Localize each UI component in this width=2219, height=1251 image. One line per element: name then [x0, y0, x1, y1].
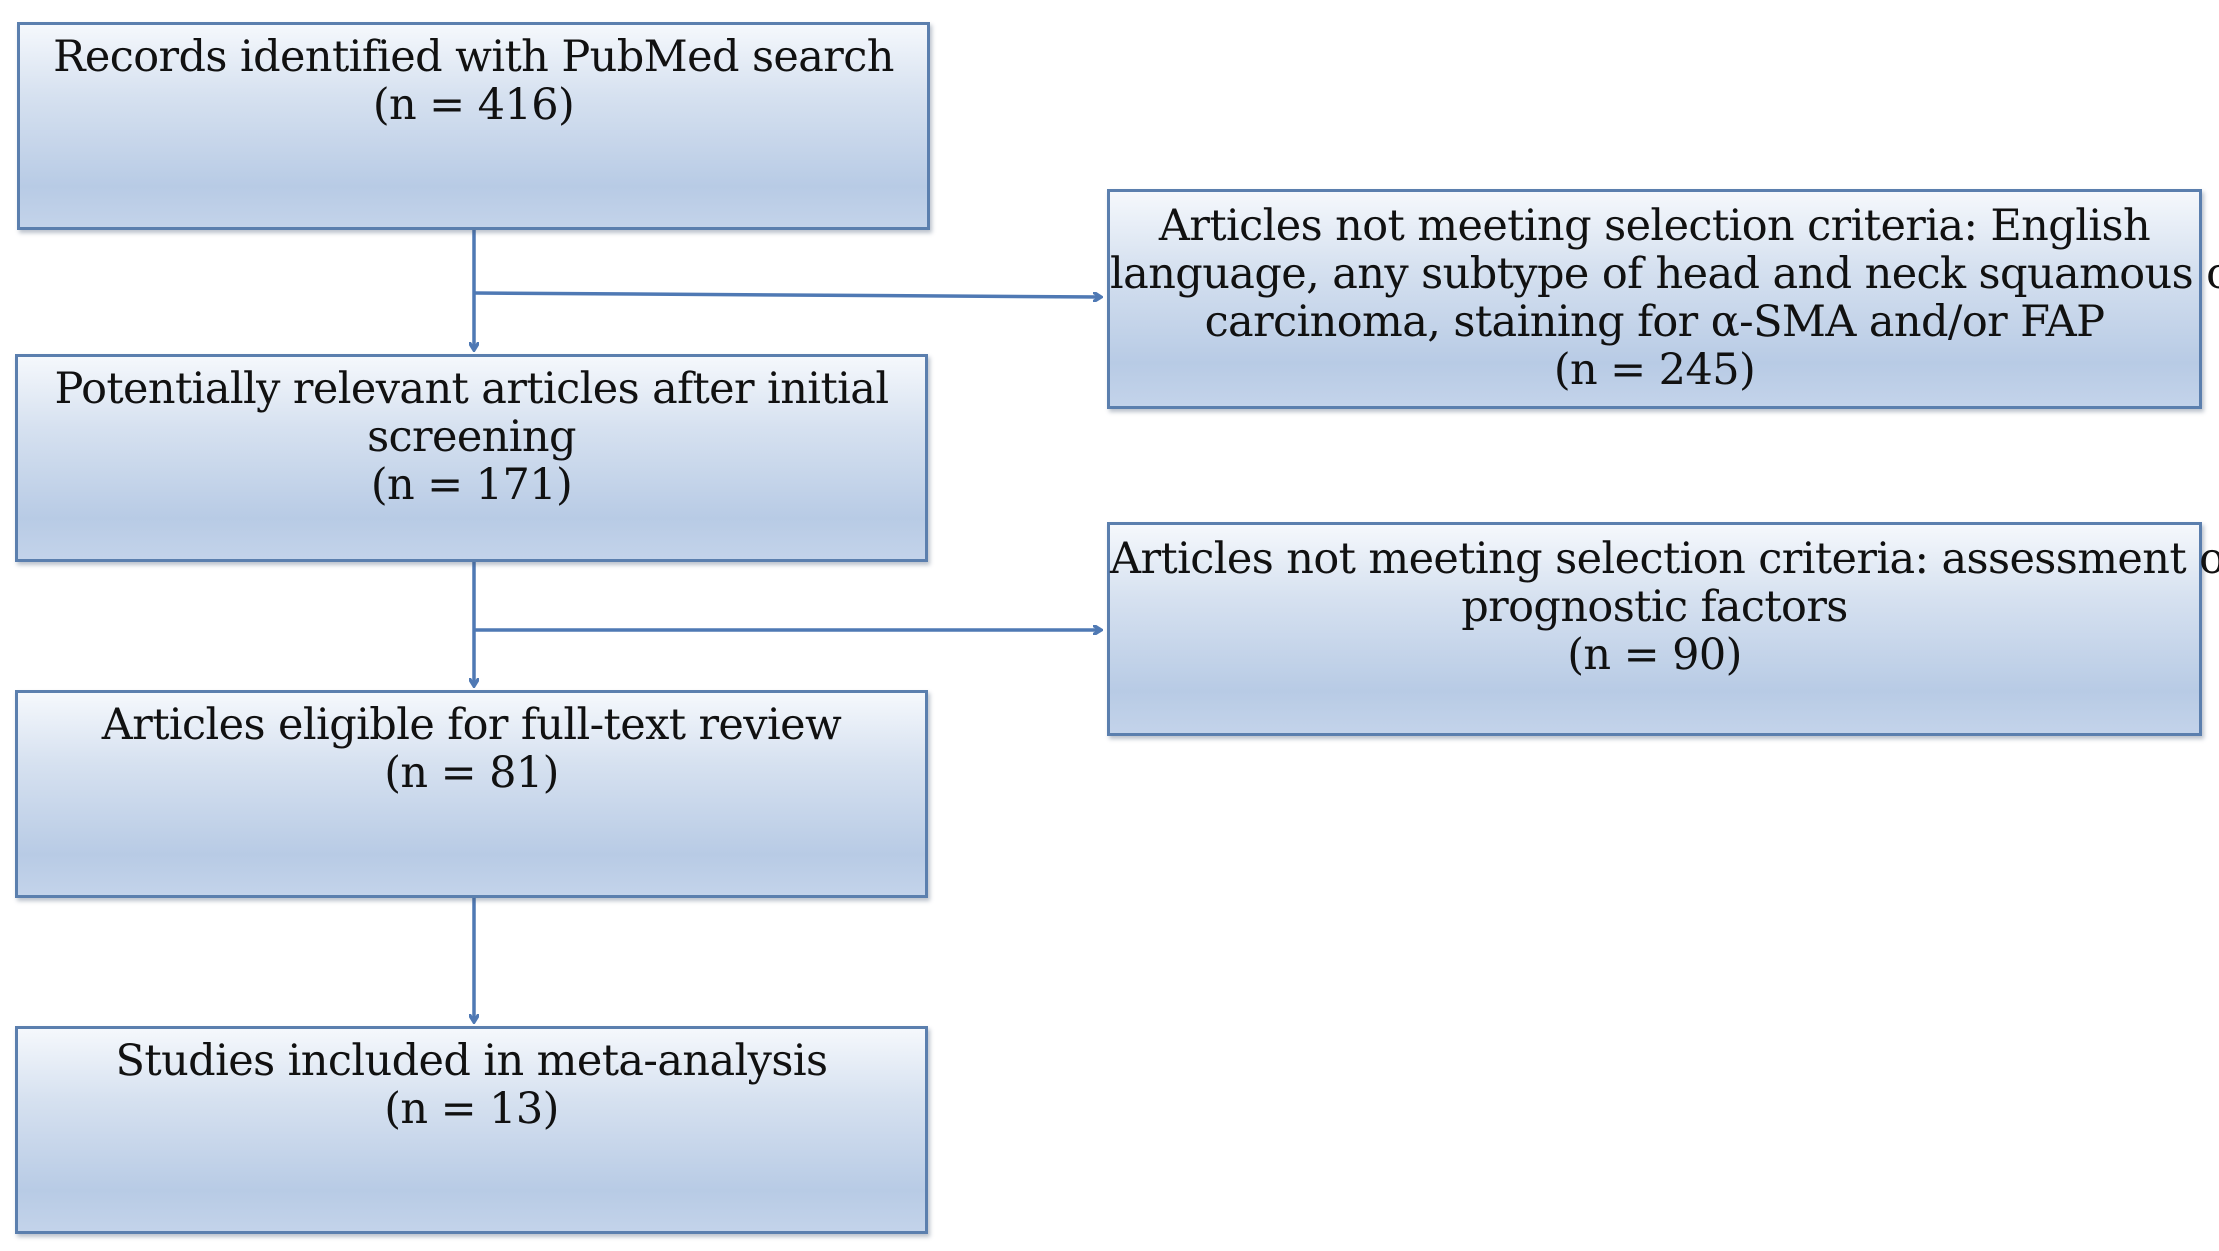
- excluded-2-line-1: Articles not meeting selection criteria:…: [1110, 534, 2219, 584]
- excluded-2-line-2: prognostic factors: [1461, 582, 1848, 632]
- eligible-full-text-box: Articles eligible for full-text review (…: [15, 690, 928, 898]
- excluded-prognostic-factors-box: Articles not meeting selection criteria:…: [1107, 522, 2219, 736]
- records-title: Records identified with PubMed search: [53, 32, 894, 82]
- eligible-title: Articles eligible for full-text review: [101, 700, 842, 750]
- excluded-selection-criteria-box: Articles not meeting selection criteria:…: [1107, 189, 2219, 409]
- included-title: Studies included in meta-analysis: [115, 1036, 829, 1086]
- arrow-to-excluded-1: [473, 291, 1100, 297]
- records-count: (n = 416): [372, 80, 575, 130]
- potential-count: (n = 171): [370, 460, 573, 510]
- included-count: (n = 13): [384, 1084, 559, 1134]
- excluded-1-count: (n = 245): [1553, 345, 1756, 395]
- eligible-count: (n = 81): [384, 748, 559, 798]
- potential-title-line-1: Potentially relevant articles after init…: [54, 364, 890, 414]
- excluded-1-line-3: carcinoma, staining for α-SMA and/or FAP: [1204, 297, 2105, 347]
- studies-included-box: Studies included in meta-analysis (n = 1…: [15, 1026, 928, 1234]
- potentially-relevant-box: Potentially relevant articles after init…: [15, 354, 928, 562]
- potential-title-line-2: screening: [367, 412, 576, 462]
- excluded-1-line-2: language, any subtype of head and neck s…: [1110, 249, 2219, 299]
- records-identified-box: Records identified with PubMed search (n…: [17, 22, 930, 230]
- excluded-1-line-1: Articles not meeting selection criteria:…: [1158, 201, 2151, 251]
- excluded-2-count: (n = 90): [1567, 630, 1742, 680]
